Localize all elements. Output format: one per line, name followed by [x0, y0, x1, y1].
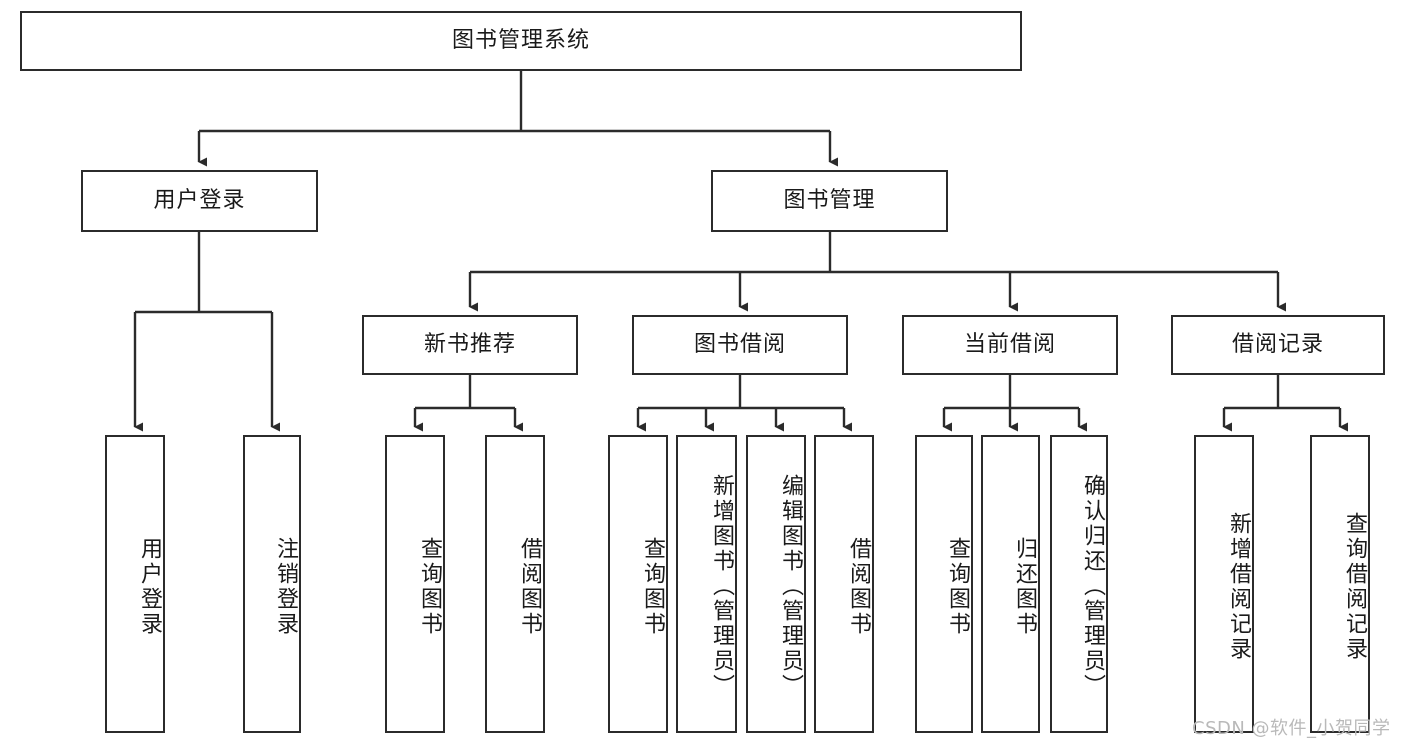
- node-leaf-query-book-borrow[interactable]: 查询图书: [608, 435, 668, 733]
- node-leaf-logout-label: 注销登录: [273, 537, 298, 637]
- node-borrow-record[interactable]: 借阅记录: [1171, 315, 1385, 375]
- node-leaf-add-book[interactable]: 新增图书（管理员）: [676, 435, 737, 733]
- node-leaf-query-book-cur-label: 查询图书: [945, 537, 970, 637]
- node-leaf-borrow-book-rec-label: 借阅图书: [517, 537, 542, 637]
- node-leaf-return-book-label: 归还图书: [1012, 537, 1037, 637]
- watermark: CSDN @软件_小贺同学: [1192, 718, 1391, 739]
- node-leaf-add-record[interactable]: 新增借阅记录: [1194, 435, 1254, 733]
- node-leaf-edit-book[interactable]: 编辑图书（管理员）: [746, 435, 806, 733]
- node-leaf-borrow-book-label: 借阅图书: [846, 537, 871, 637]
- node-leaf-add-book-label: 新增图书（管理员）: [709, 473, 734, 699]
- node-current-borrow-label: 当前借阅: [963, 331, 1056, 357]
- node-user-login-label: 用户登录: [153, 187, 246, 213]
- node-leaf-return-book[interactable]: 归还图书: [981, 435, 1040, 733]
- node-root-label: 图书管理系统: [451, 27, 590, 53]
- node-current-borrow[interactable]: 当前借阅: [902, 315, 1118, 375]
- node-leaf-confirm-return[interactable]: 确认归还（管理员）: [1050, 435, 1108, 733]
- node-leaf-query-book-rec-label: 查询图书: [417, 537, 442, 637]
- node-leaf-query-book-rec[interactable]: 查询图书: [385, 435, 445, 733]
- node-book-manage[interactable]: 图书管理: [711, 170, 948, 232]
- node-leaf-add-record-label: 新增借阅记录: [1226, 512, 1251, 662]
- node-leaf-borrow-book[interactable]: 借阅图书: [814, 435, 874, 733]
- node-leaf-user-login[interactable]: 用户登录: [105, 435, 165, 733]
- node-leaf-query-book-cur[interactable]: 查询图书: [915, 435, 973, 733]
- node-new-book-rec[interactable]: 新书推荐: [362, 315, 578, 375]
- node-leaf-logout[interactable]: 注销登录: [243, 435, 301, 733]
- node-leaf-user-login-label: 用户登录: [137, 537, 162, 637]
- node-new-book-rec-label: 新书推荐: [423, 331, 516, 357]
- node-leaf-borrow-book-rec[interactable]: 借阅图书: [485, 435, 545, 733]
- node-leaf-query-book-borrow-label: 查询图书: [640, 537, 665, 637]
- node-borrow-record-label: 借阅记录: [1231, 331, 1324, 357]
- node-root[interactable]: 图书管理系统: [20, 11, 1022, 71]
- node-leaf-query-record[interactable]: 查询借阅记录: [1310, 435, 1370, 733]
- node-book-borrow[interactable]: 图书借阅: [632, 315, 848, 375]
- node-leaf-confirm-return-label: 确认归还（管理员）: [1080, 473, 1105, 699]
- node-book-borrow-label: 图书借阅: [693, 331, 786, 357]
- node-leaf-query-record-label: 查询借阅记录: [1342, 512, 1367, 662]
- node-user-login[interactable]: 用户登录: [81, 170, 318, 232]
- node-book-manage-label: 图书管理: [783, 187, 876, 213]
- node-leaf-edit-book-label: 编辑图书（管理员）: [778, 473, 803, 699]
